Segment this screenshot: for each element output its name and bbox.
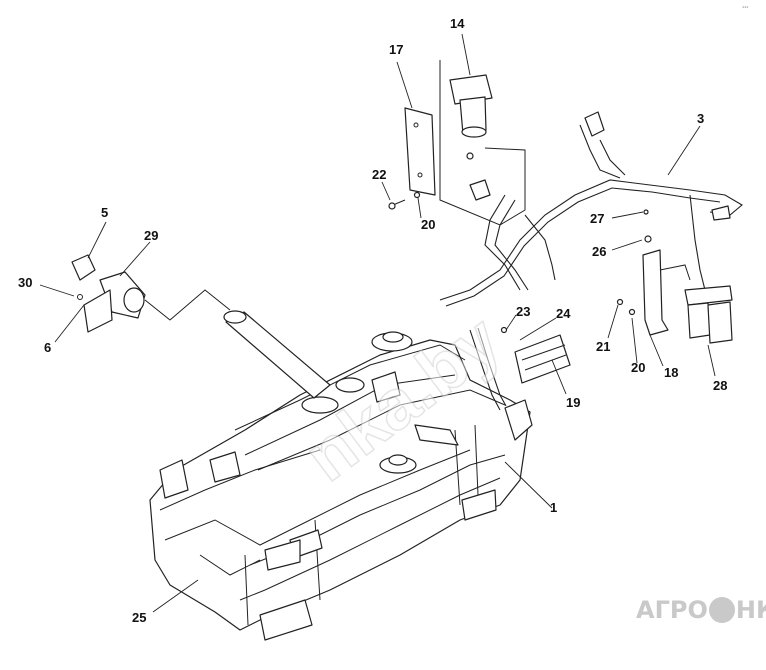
callout-20-lower: 20: [631, 360, 645, 375]
callout-23: 23: [516, 304, 530, 319]
separator-assembly: [616, 209, 733, 344]
callout-3: 3: [697, 111, 704, 126]
corner-mark: ⁴⁴⁴: [742, 5, 748, 11]
callout-26: 26: [592, 244, 606, 259]
callout-6: 6: [44, 340, 51, 355]
callout-29: 29: [144, 228, 158, 243]
callout-24: 24: [556, 306, 571, 321]
fuel-tank-assembly: [149, 310, 533, 641]
callout-30: 30: [18, 275, 32, 290]
callout-28: 28: [713, 378, 727, 393]
callout-21: 21: [596, 339, 610, 354]
callout-5: 5: [101, 205, 108, 220]
callout-1: 1: [550, 500, 557, 515]
callout-labels: 1 3 5 6 14 17 18 19 20 20 21 22 23 24 25…: [18, 16, 727, 625]
fuel-hose-harness: [439, 111, 743, 411]
agronka-logo: АГРО НКА: [636, 596, 766, 624]
leader-lines: [39, 33, 716, 613]
callout-27: 27: [590, 211, 604, 226]
logo-text-right: НКА: [735, 596, 766, 624]
callout-20-upper: 20: [421, 217, 435, 232]
fuel-filter-assembly: [388, 60, 526, 226]
tank-strap-assembly: [500, 326, 571, 384]
callout-22: 22: [372, 167, 386, 182]
logo-ring-icon: [708, 597, 735, 623]
callout-18: 18: [664, 365, 678, 380]
logo-text-left: АГРО: [636, 596, 708, 624]
filler-coupling-assembly: [71, 254, 231, 333]
callout-19: 19: [566, 395, 580, 410]
callout-25: 25: [132, 610, 146, 625]
callout-17: 17: [389, 42, 403, 57]
callout-14: 14: [450, 16, 465, 31]
